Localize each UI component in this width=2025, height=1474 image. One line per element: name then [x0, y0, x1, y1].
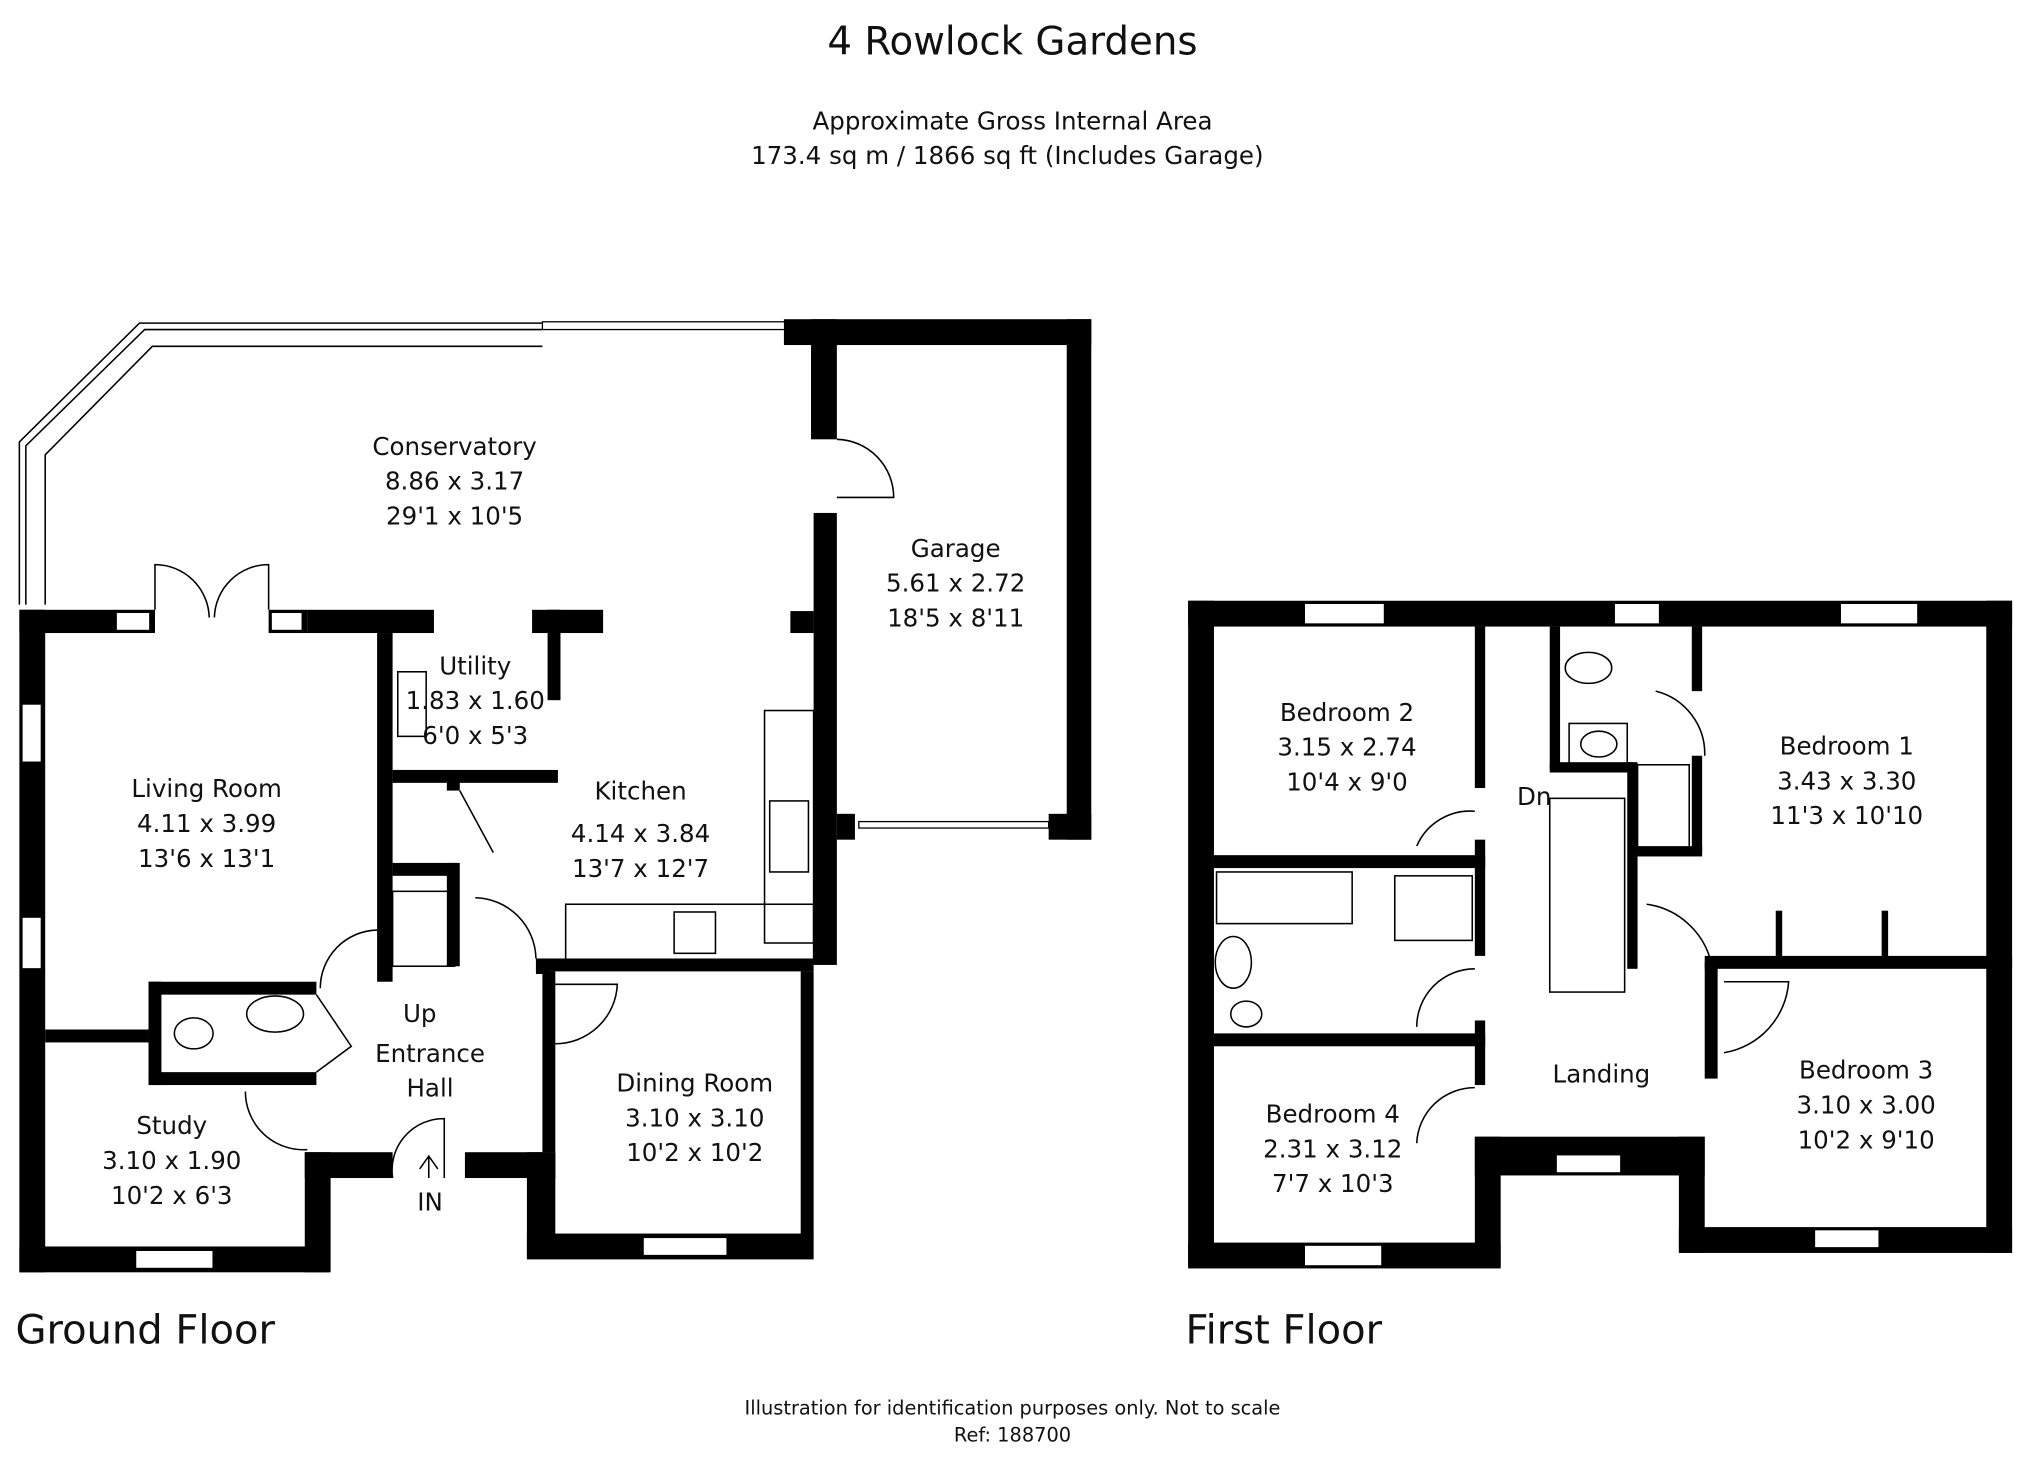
- entrance-hall-label: Entrance: [375, 1039, 485, 1068]
- room-bedroom-4: Bedroom 4 2.31 x 3.12 7'7 x 10'3: [1263, 1099, 1402, 1198]
- area-value: 173.4 sq m / 1866 sq ft (Includes Garage…: [751, 141, 1263, 170]
- room-imperial: 29'1 x 10'5: [386, 502, 523, 531]
- room-conservatory: Conservatory 8.86 x 3.17 29'1 x 10'5: [372, 432, 536, 531]
- room-bedroom-2: Bedroom 2 3.15 x 2.74 10'4 x 9'0: [1277, 698, 1416, 797]
- room-metric: 4.11 x 3.99: [137, 809, 276, 838]
- room-imperial: 18'5 x 8'11: [887, 604, 1024, 633]
- area-label: Approximate Gross Internal Area: [813, 106, 1213, 135]
- landing-label: Landing: [1553, 1059, 1651, 1088]
- room-metric: 1.83 x 1.60: [406, 686, 545, 715]
- room-dining-room: Dining Room 3.10 x 3.10 10'2 x 10'2: [616, 1069, 773, 1168]
- room-imperial: 11'3 x 10'10: [1770, 801, 1923, 830]
- disclaimer: Illustration for identification purposes…: [745, 1396, 1281, 1419]
- room-name: Bedroom 3: [1799, 1056, 1933, 1085]
- room-kitchen: Kitchen 4.14 x 3.84 13'7 x 12'7: [571, 777, 710, 883]
- room-living-room: Living Room 4.11 x 3.99 13'6 x 13'1: [131, 774, 282, 873]
- room-garage: Garage 5.61 x 2.72 18'5 x 8'11: [886, 534, 1025, 633]
- ground-floor-plan: [18, 319, 1092, 1273]
- room-imperial: 7'7 x 10'3: [1272, 1169, 1394, 1198]
- room-imperial: 6'0 x 5'3: [422, 721, 528, 750]
- room-name: Bedroom 4: [1266, 1099, 1400, 1128]
- room-bedroom-3: Bedroom 3 3.10 x 3.00 10'2 x 9'10: [1797, 1056, 1936, 1155]
- room-imperial: 10'2 x 10'2: [626, 1138, 763, 1167]
- room-bedroom-1: Bedroom 1 3.43 x 3.30 11'3 x 10'10: [1770, 731, 1923, 830]
- room-metric: 2.31 x 3.12: [1263, 1134, 1402, 1163]
- room-imperial: 10'2 x 6'3: [111, 1181, 233, 1210]
- room-imperial: 13'7 x 12'7: [572, 854, 709, 883]
- entrance-in-label: IN: [417, 1187, 443, 1216]
- reference-number: Ref: 188700: [954, 1423, 1071, 1446]
- room-imperial: 10'2 x 9'10: [1798, 1125, 1935, 1154]
- room-utility: Utility 1.83 x 1.60 6'0 x 5'3: [406, 651, 545, 750]
- room-metric: 3.43 x 3.30: [1777, 766, 1916, 795]
- first-floor-plan: [1188, 600, 2013, 1269]
- room-metric: 3.10 x 3.00: [1797, 1090, 1936, 1119]
- room-name: Garage: [911, 534, 1001, 563]
- room-name: Bedroom 1: [1780, 731, 1914, 760]
- room-metric: 4.14 x 3.84: [571, 819, 710, 848]
- room-name: Utility: [439, 651, 511, 680]
- room-study: Study 3.10 x 1.90 10'2 x 6'3: [102, 1111, 241, 1210]
- room-metric: 3.15 x 2.74: [1277, 733, 1416, 762]
- room-metric: 8.86 x 3.17: [385, 467, 524, 496]
- room-name: Study: [136, 1111, 207, 1140]
- stairs-down-label: Dn: [1517, 782, 1551, 811]
- room-imperial: 10'4 x 9'0: [1286, 768, 1408, 797]
- page-title: 4 Rowlock Gardens: [827, 19, 1197, 64]
- first-floor-label: First Floor: [1186, 1307, 1383, 1353]
- room-imperial: 13'6 x 13'1: [138, 844, 275, 873]
- room-name: Kitchen: [594, 777, 686, 806]
- stairs-up-label: Up: [403, 999, 437, 1028]
- ground-floor-label: Ground Floor: [15, 1307, 275, 1353]
- room-metric: 5.61 x 2.72: [886, 569, 1025, 598]
- room-metric: 3.10 x 1.90: [102, 1146, 241, 1175]
- room-name: Dining Room: [616, 1069, 773, 1098]
- entrance-hall-label-2: Hall: [407, 1074, 454, 1103]
- room-metric: 3.10 x 3.10: [625, 1103, 764, 1132]
- room-name: Living Room: [131, 774, 282, 803]
- room-name: Conservatory: [372, 432, 536, 461]
- room-name: Bedroom 2: [1280, 698, 1414, 727]
